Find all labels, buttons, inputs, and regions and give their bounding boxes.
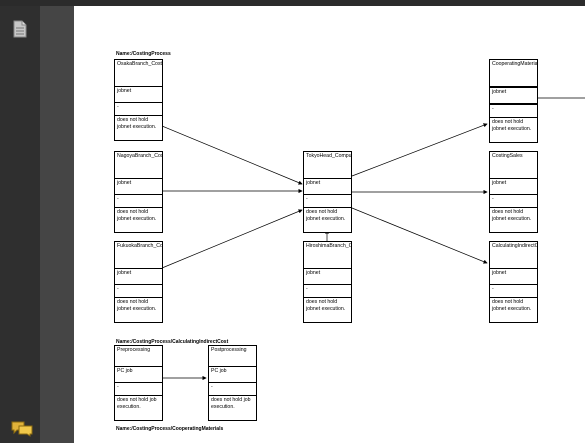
node-type: PC job	[115, 367, 162, 383]
node-dash: -	[209, 383, 256, 396]
node-note: does not hold jobnet execution.	[492, 209, 532, 222]
node-name: TokyoHead_Computing	[304, 152, 351, 179]
node-dash: -	[490, 285, 537, 298]
node-dash: -	[115, 285, 162, 298]
arrow-tokyo-cooperating	[351, 123, 488, 177]
jobnet-box-cooperating-materials[interactable]: CooperatingMaterials jobnet - does not h…	[489, 59, 538, 143]
pc-job-box-preprocessing[interactable]: Preprocessing PC job - does not hold job…	[114, 345, 163, 421]
node-type: jobnet	[304, 179, 351, 195]
node-note: does not hold jobnet execution.	[306, 299, 346, 312]
node-dash: -	[115, 103, 162, 116]
node-dash: -	[490, 195, 537, 208]
node-name: Postprocessing	[209, 346, 256, 367]
node-note: does not hold jobnet execution.	[117, 299, 157, 312]
node-name: OsakaBranch_Costing	[115, 60, 162, 87]
node-name: CalculatingIndirectCost	[490, 242, 537, 269]
section-heading-costing-process: Name:/CostingProcess	[116, 51, 171, 57]
node-name: Preprocessing	[115, 346, 162, 367]
node-type: PC job	[209, 367, 256, 383]
node-note: does not hold jobnet execution.	[117, 209, 157, 222]
node-name: CostingSales	[490, 152, 537, 179]
jobnet-box-nagoya[interactable]: NagoyaBranch_Costing jobnet - does not h…	[114, 151, 163, 233]
node-dash: -	[304, 195, 351, 208]
node-type: jobnet	[115, 269, 162, 285]
node-dash: -	[115, 195, 162, 208]
node-type: jobnet	[115, 87, 162, 103]
node-note: does not hold jobnet execution.	[306, 209, 346, 222]
node-dash: -	[115, 383, 162, 396]
arrow-tokyo-calculating	[351, 207, 488, 264]
node-type: jobnet	[115, 179, 162, 195]
title-bar	[0, 0, 585, 6]
node-type: jobnet	[304, 269, 351, 285]
node-note: does not hold jobnet execution.	[492, 119, 532, 132]
node-note: does not hold jobnet execution.	[492, 299, 532, 312]
section-heading-calculating-indirect-cost: Name:/CostingProcess/CalculatingIndirect…	[116, 339, 229, 345]
node-name: HiroshimaBranch_Costing	[304, 242, 351, 269]
node-type: jobnet	[490, 179, 537, 195]
navigation-pane	[0, 6, 40, 443]
document-page[interactable]: Name:/CostingProcess Name:/CostingProces…	[74, 6, 585, 443]
document-page-icon[interactable]	[13, 20, 27, 38]
node-name: FukuokaBranch_Costing	[115, 242, 162, 269]
node-name: NagoyaBranch_Costing	[115, 152, 162, 179]
jobnet-box-tokyo[interactable]: TokyoHead_Computing jobnet - does not ho…	[303, 151, 352, 233]
node-type: jobnet	[490, 269, 537, 285]
node-dash: -	[490, 105, 537, 118]
arrow-osaka-tokyo	[161, 125, 303, 185]
node-note: does not hold job execution.	[211, 397, 251, 410]
pc-job-box-postprocessing[interactable]: Postprocessing PC job - does not hold jo…	[208, 345, 257, 421]
jobnet-box-osaka[interactable]: OsakaBranch_Costing jobnet - does not ho…	[114, 59, 163, 141]
jobnet-box-costing-sales[interactable]: CostingSales jobnet - does not hold jobn…	[489, 151, 538, 233]
comments-icon[interactable]	[11, 421, 33, 437]
jobnet-box-calculating-indirect-cost[interactable]: CalculatingIndirectCost jobnet - does no…	[489, 241, 538, 323]
node-type: jobnet	[490, 88, 537, 105]
node-name: CooperatingMaterials	[490, 60, 537, 88]
jobnet-box-hiroshima[interactable]: HiroshimaBranch_Costing jobnet - does no…	[303, 241, 352, 323]
connector-lines	[161, 97, 585, 381]
scroll-gutter	[40, 6, 74, 443]
node-note: does not hold job execution.	[117, 397, 157, 410]
node-dash: -	[304, 285, 351, 298]
node-note: does not hold jobnet execution.	[117, 117, 157, 130]
section-heading-cooperating-materials: Name:/CostingProcess/CooperatingMaterial…	[116, 426, 224, 432]
arrow-fukuoka-tokyo	[161, 209, 303, 269]
jobnet-box-fukuoka[interactable]: FukuokaBranch_Costing jobnet - does not …	[114, 241, 163, 323]
